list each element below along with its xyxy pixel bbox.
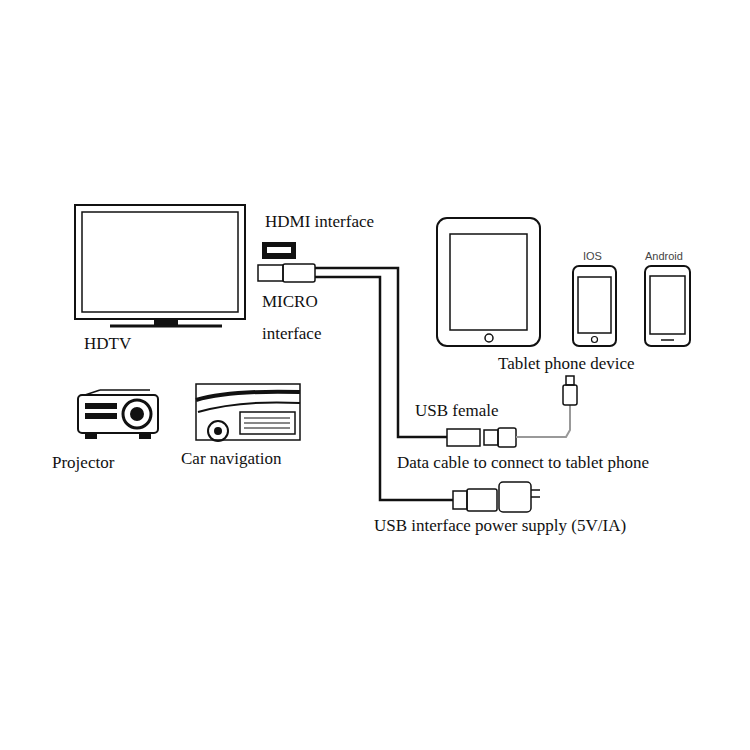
- car-dashboard-top: [196, 392, 300, 400]
- projector-foot: [140, 433, 150, 438]
- power-usb-body: [467, 489, 497, 511]
- projector-top: [100, 389, 150, 391]
- car-steering-wheel: [208, 421, 228, 441]
- projector-lens-center: [131, 408, 143, 420]
- projector-body: [78, 395, 158, 433]
- label-text: IOS: [583, 250, 602, 263]
- label-text: Data cable to connect to tablet phone: [397, 453, 649, 473]
- micro-plug: [258, 265, 283, 281]
- tv-base: [110, 325, 222, 328]
- tablet-screen: [450, 234, 527, 330]
- ios-phone: [573, 266, 616, 346]
- car-nav-frame: [196, 384, 300, 440]
- android-phone-screen: [650, 276, 685, 334]
- label-text: MICRO interface: [262, 286, 340, 350]
- projector-lens: [123, 400, 151, 428]
- phone-connector-tip: [566, 376, 574, 385]
- label-text: Projector: [52, 453, 114, 473]
- label-text: USB interface power supply (5V/IA): [374, 516, 626, 536]
- car-nav-detail: [244, 423, 290, 424]
- hdmi-port: [263, 243, 295, 258]
- data-cable: [516, 405, 570, 437]
- power-adapter: [499, 482, 531, 512]
- adapter-prong: [531, 489, 540, 491]
- tv-stand: [155, 319, 177, 324]
- projector-foot: [86, 433, 96, 438]
- label-text: Android: [645, 250, 683, 263]
- projector-top: [85, 390, 100, 395]
- projector-vent: [86, 414, 116, 418]
- car-nav-screen: [240, 412, 295, 434]
- adapter-prong: [531, 496, 540, 498]
- car-nav-detail: [244, 418, 290, 419]
- tablet: [437, 218, 540, 346]
- tv-screen: [82, 212, 238, 312]
- car-steering-hub: [215, 428, 221, 434]
- projector-vent: [86, 404, 116, 408]
- usb-male-body: [498, 428, 516, 447]
- tablet-home-button: [485, 334, 493, 342]
- ios-phone-screen: [578, 277, 611, 333]
- label-text: Car navigation: [181, 449, 282, 469]
- hdmi-port-slot: [267, 247, 291, 253]
- label-text: HDMI interface: [265, 212, 374, 232]
- ios-home-button: [592, 337, 598, 343]
- power-usb-tip: [453, 491, 467, 509]
- label-text: Tablet phone device: [498, 354, 635, 374]
- label-text: HDTV: [84, 334, 131, 354]
- usb-male-tip: [484, 430, 498, 445]
- tv-frame: [75, 205, 245, 319]
- adapter-body: [283, 264, 315, 282]
- android-button: [661, 339, 674, 341]
- car-dashboard-line: [198, 402, 300, 412]
- car-nav-detail: [244, 428, 290, 429]
- phone-connector: [563, 385, 577, 405]
- label-text: USB female: [415, 401, 499, 421]
- android-phone: [645, 266, 690, 346]
- usb-female: [447, 429, 480, 446]
